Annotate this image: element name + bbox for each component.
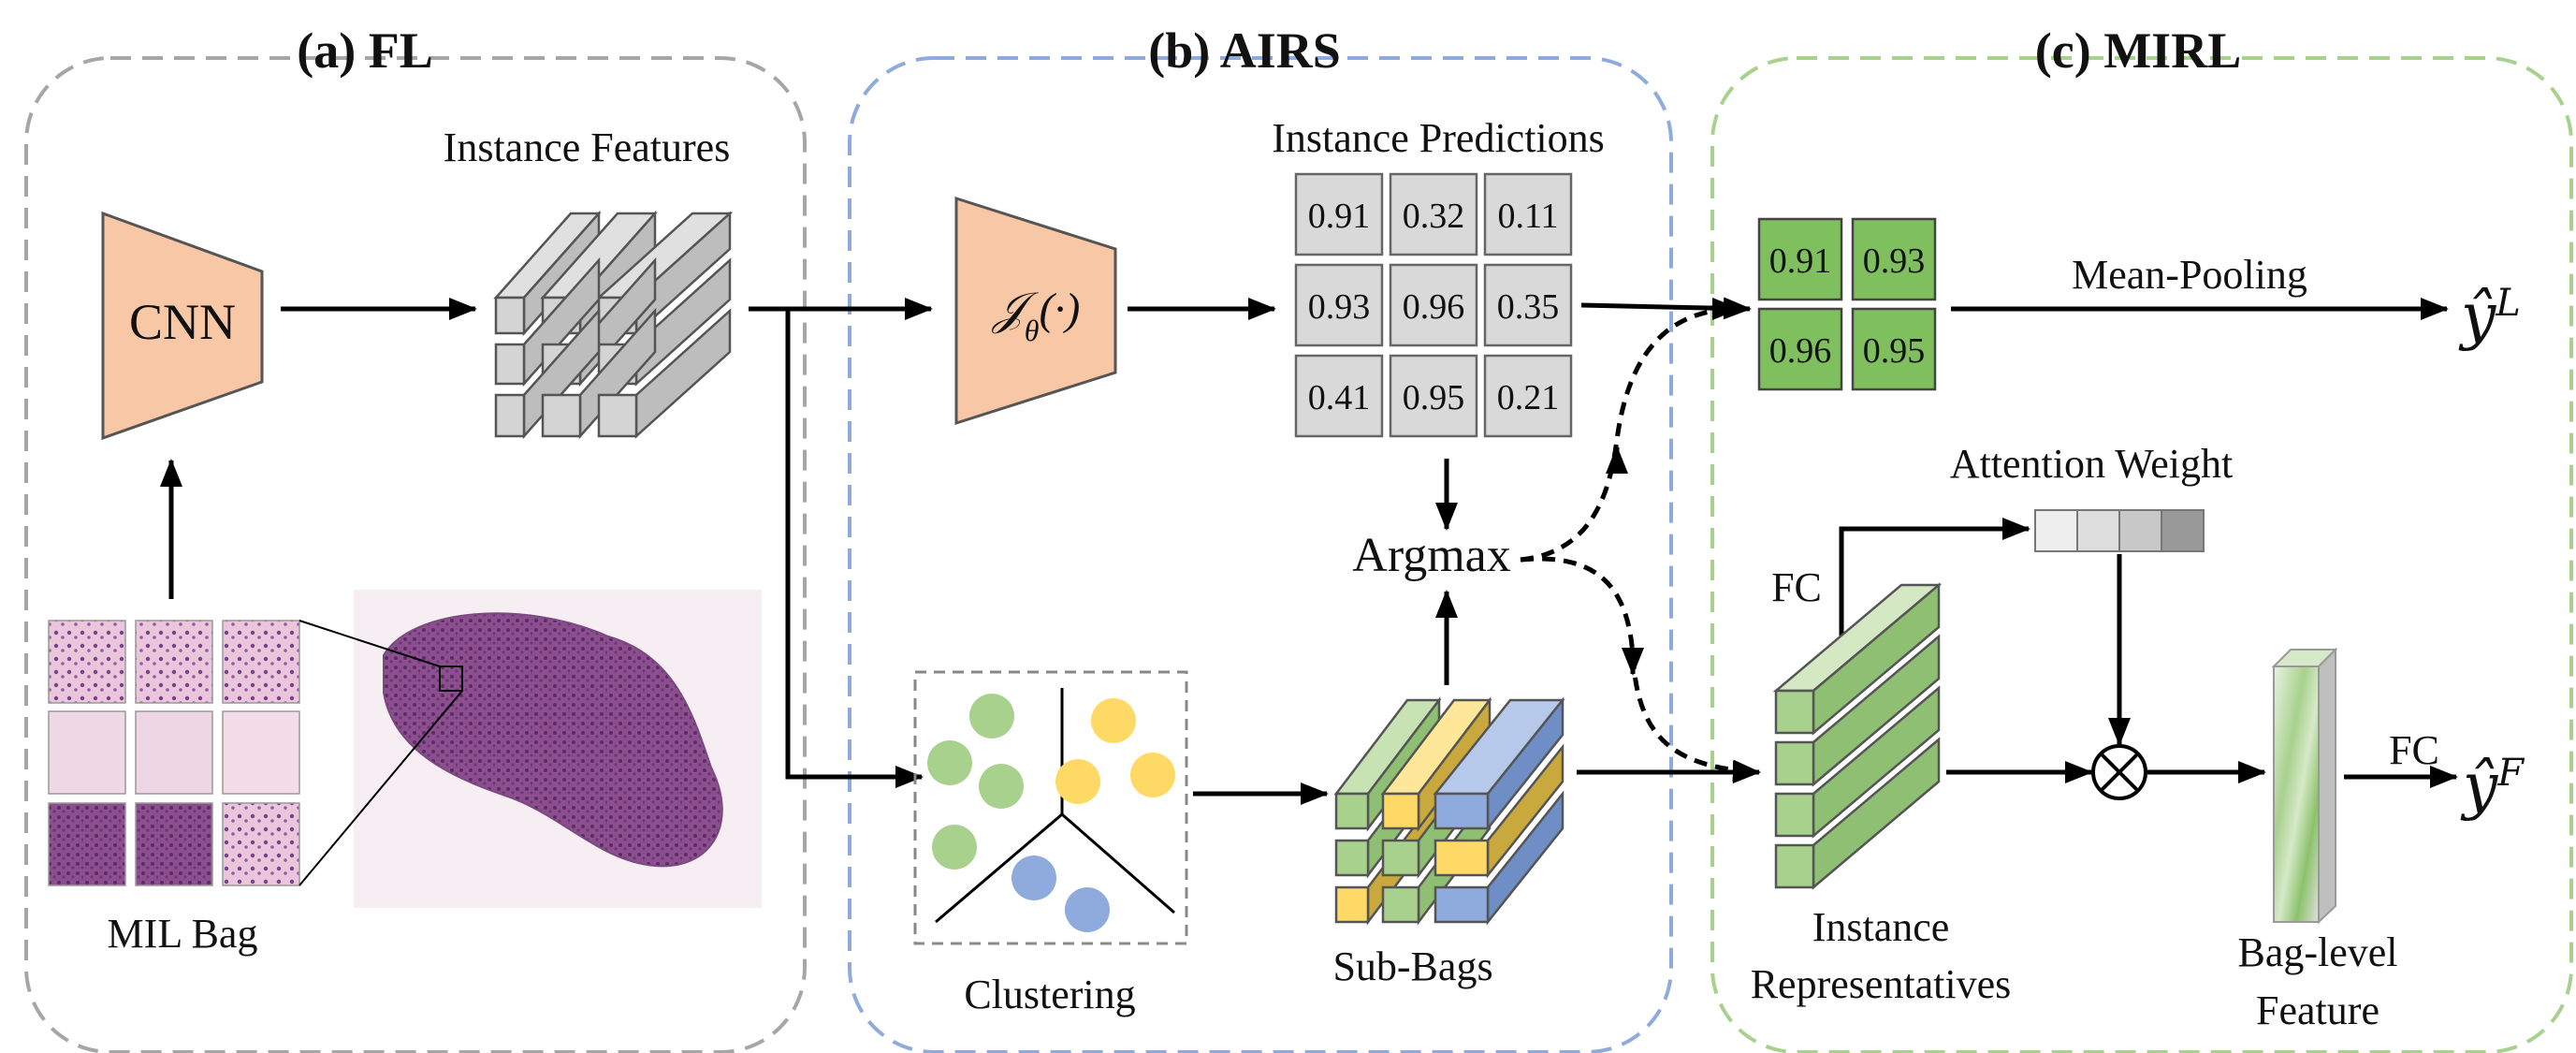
representatives-to-attention-arrow <box>1839 518 2030 636</box>
mirl-title: (c) MIRL <box>2035 22 2241 79</box>
instance-representatives <box>1772 582 1943 890</box>
mean-pooling-label: Mean-Pooling <box>2072 252 2307 298</box>
airs-frame <box>848 56 1673 1053</box>
prediction-cell: 0.91 <box>1294 172 1384 256</box>
cluster-point-yellow <box>1130 753 1175 797</box>
prediction-value: 0.21 <box>1497 378 1560 417</box>
multiply-icon <box>2091 744 2147 800</box>
attention-weight-label: Attention Weight <box>1950 441 2233 487</box>
selected-value: 0.91 <box>1769 241 1832 281</box>
features-to-airs-line <box>749 306 924 788</box>
instance-representatives-label-2: Representatives <box>1751 961 2012 1007</box>
cluster-point-yellow <box>1055 759 1100 804</box>
patch-image <box>135 710 213 795</box>
zoom-box <box>439 665 463 692</box>
clustering-label: Clustering <box>964 972 1135 1017</box>
prediction-cell: 0.11 <box>1483 172 1573 256</box>
mil-bag-label: MIL Bag <box>108 911 258 957</box>
zoom-line <box>298 690 463 886</box>
fc-top-label: FC <box>1771 564 1822 610</box>
cluster-point-yellow <box>1091 698 1136 743</box>
sub-bags-label: Sub-Bags <box>1332 943 1492 989</box>
zoom-line <box>298 620 441 667</box>
prediction-cell: 0.32 <box>1389 172 1478 256</box>
prediction-value: 0.96 <box>1403 287 1465 327</box>
selected-grid: 0.91 0.93 0.96 0.95 <box>1757 217 1937 391</box>
prediction-value: 0.91 <box>1308 197 1371 236</box>
selected-value: 0.96 <box>1769 331 1832 371</box>
argmax-label: Argmax <box>1352 529 1510 582</box>
prediction-value: 0.35 <box>1497 287 1560 327</box>
cluster-point-green <box>932 825 977 870</box>
bag-level-feature-bar <box>2271 647 2338 925</box>
prediction-value: 0.93 <box>1308 287 1371 327</box>
prediction-value: 0.11 <box>1497 197 1558 236</box>
patch-image <box>222 710 300 795</box>
prediction-value: 0.41 <box>1308 378 1371 417</box>
airs-title: (b) AIRS <box>1148 22 1341 79</box>
cluster-point-green <box>969 694 1014 739</box>
cnn-label: CNN <box>129 294 236 350</box>
fl-title: (a) FL <box>297 22 432 79</box>
fc-right-label: FC <box>2389 727 2439 773</box>
selected-cell: 0.96 <box>1757 307 1843 391</box>
attention-weight-bar <box>2034 509 2205 552</box>
cluster-point-green <box>927 740 972 785</box>
predictions-grid: 0.91 0.32 0.11 0.93 0.96 0.35 0.41 0.95 … <box>1294 172 1573 438</box>
patch-image <box>135 620 213 704</box>
y-hat-f-output: ŷF <box>2460 750 2525 822</box>
feature-bar <box>597 308 732 439</box>
cnn-block: CNN <box>101 211 264 441</box>
prediction-cell: 0.41 <box>1294 354 1384 438</box>
selected-cell: 0.95 <box>1851 307 1937 391</box>
cluster-point-blue <box>1065 887 1110 932</box>
bag-level-feature-label-2: Feature <box>2256 987 2380 1033</box>
argmax-to-selected-dashed-arrow <box>1520 298 1740 563</box>
sub-bags-cube <box>1333 696 1565 926</box>
patch-image <box>48 620 126 704</box>
prediction-cell: 0.95 <box>1389 354 1478 438</box>
patch-image <box>135 802 213 886</box>
selected-value: 0.95 <box>1863 331 1926 371</box>
prediction-value: 0.95 <box>1403 378 1465 417</box>
fl-frame <box>24 56 807 1053</box>
clustering-box <box>913 670 1188 945</box>
whole-slide-image <box>354 590 762 908</box>
patch-image <box>222 802 300 886</box>
prediction-value: 0.32 <box>1403 197 1465 236</box>
bag-level-feature-label-1: Bag-level <box>2237 929 2397 975</box>
instance-predictions-label: Instance Predictions <box>1272 115 1605 161</box>
selected-cell: 0.91 <box>1757 217 1843 301</box>
cluster-point-blue <box>1011 856 1056 900</box>
predictor-block: 𝒥θ(·) <box>954 196 1117 426</box>
prediction-cell: 0.96 <box>1389 263 1478 347</box>
mil-bag-patches <box>48 620 300 886</box>
y-hat-l-output: ŷL <box>2458 280 2521 352</box>
cluster-point-green <box>979 764 1024 809</box>
selected-value: 0.93 <box>1863 241 1926 281</box>
instance-features-cube <box>493 210 734 440</box>
instance-representatives-label-1: Instance <box>1812 904 1950 950</box>
prediction-cell: 0.21 <box>1483 354 1573 438</box>
patch-image <box>222 620 300 704</box>
patch-image <box>48 710 126 795</box>
prediction-cell: 0.93 <box>1294 263 1384 347</box>
patch-image <box>48 802 126 886</box>
selected-cell: 0.93 <box>1851 217 1937 301</box>
instance-features-label: Instance Features <box>444 124 731 170</box>
prediction-cell: 0.35 <box>1483 263 1573 347</box>
